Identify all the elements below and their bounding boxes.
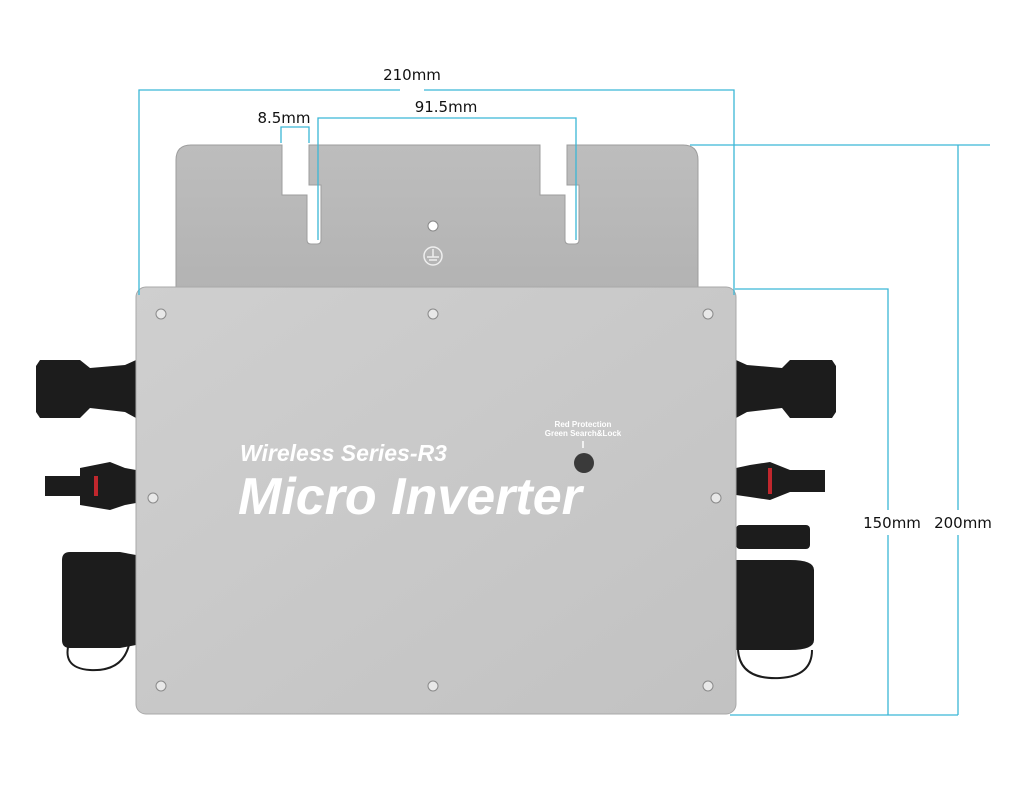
ac-connector-left: [62, 552, 136, 648]
led-label-line1: Red Protection: [555, 420, 612, 429]
dimension-total-height: 200mm: [934, 514, 992, 532]
inverter-body: Wireless Series-R3 Micro Inverter Red Pr…: [135, 286, 737, 715]
red-ring: [94, 476, 98, 496]
ac-connector-right: [736, 560, 814, 650]
series-label: Wireless Series-R3: [240, 440, 447, 466]
connector-cap-right: [736, 525, 810, 549]
screw: [427, 308, 439, 320]
dc-connector-male-left: [45, 462, 136, 510]
dc-connector-female-left: [36, 360, 136, 418]
screw: [155, 680, 167, 692]
dimension-slot-width: 8.5mm: [257, 109, 310, 127]
dimension-lines: [138, 89, 990, 716]
screw: [702, 680, 714, 692]
red-ring: [768, 468, 772, 494]
screw: [702, 308, 714, 320]
mounting-plate: [175, 144, 699, 291]
dimension-slot-spacing: 91.5mm: [415, 98, 478, 116]
screw: [710, 492, 722, 504]
ground-icon: [423, 246, 443, 266]
right-connectors: [736, 360, 836, 680]
left-connectors: [36, 360, 136, 672]
screw: [427, 680, 439, 692]
dimension-body-height: 150mm: [863, 514, 921, 532]
product-name: Micro Inverter: [238, 468, 585, 526]
mounting-hole: [427, 220, 439, 232]
status-led: [574, 453, 594, 473]
dimension-width-total: 210mm: [383, 66, 441, 84]
dc-connector-male-right: [736, 462, 825, 500]
dc-connector-female-right: [736, 360, 836, 418]
led-label-line2: Green Search&Lock: [545, 429, 622, 438]
screw: [155, 308, 167, 320]
screw: [147, 492, 159, 504]
